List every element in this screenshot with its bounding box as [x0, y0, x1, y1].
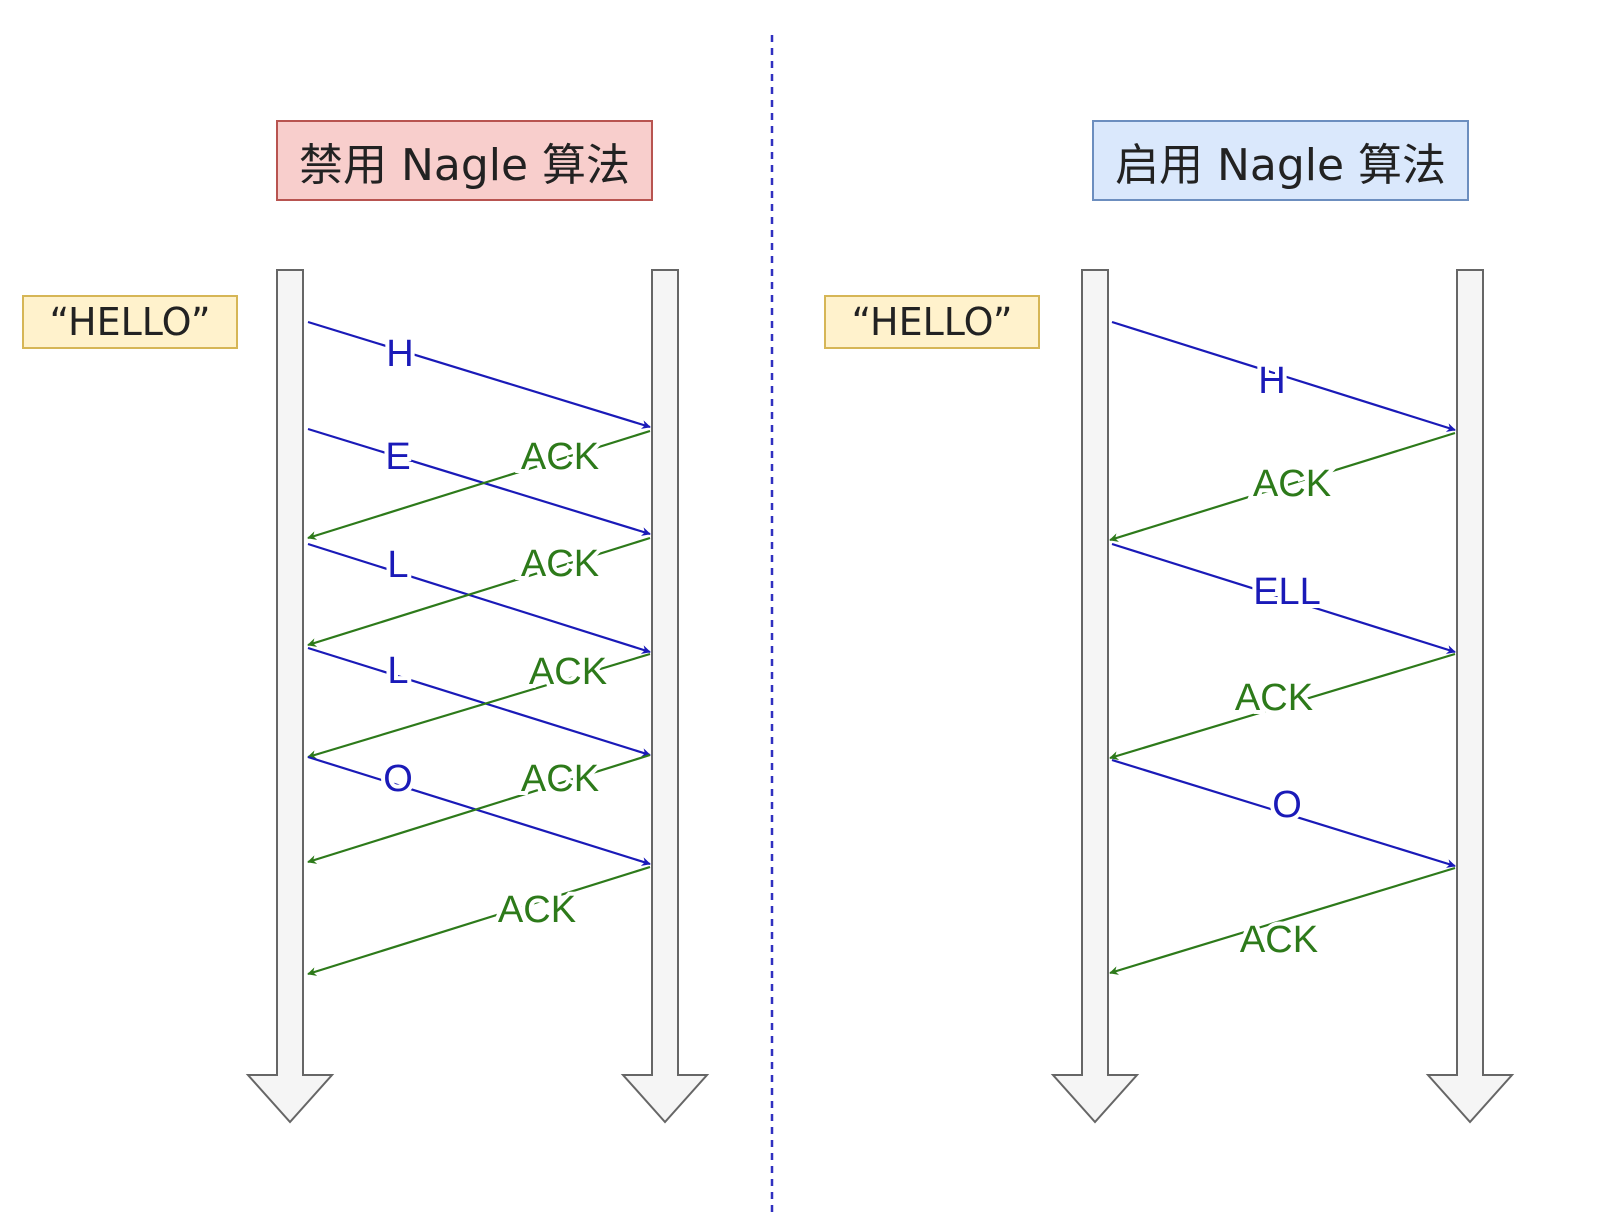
left-message-label: L	[387, 650, 408, 692]
timeline-right-receiver	[1425, 269, 1515, 1124]
right-arrow-ack	[1109, 866, 1456, 975]
left-message-ack: ACK	[307, 647, 651, 759]
left-message-ack: ACK	[307, 429, 651, 540]
right-arrow-data	[1111, 542, 1456, 654]
right-arrow-ack	[1109, 652, 1456, 760]
right-arrow-ack	[1109, 431, 1456, 542]
left-messages: H E ACK L ACK L ACK O ACK ACK	[307, 320, 651, 976]
right-messages: H ACK ELL ACK O ACK	[1109, 320, 1456, 975]
left-arrow-ack	[307, 652, 651, 759]
right-message-ack: ACK	[1109, 866, 1456, 975]
left-arrow-data	[307, 427, 651, 536]
right-message-label: H	[1258, 360, 1285, 402]
left-message-data: O	[307, 754, 651, 866]
left-panel-title: 禁用 Nagle 算法	[276, 120, 653, 201]
left-message-data: L	[307, 646, 651, 757]
left-hello-label: “HELLO”	[22, 295, 238, 349]
right-arrow-data	[1111, 320, 1456, 432]
right-panel-title: 启用 Nagle 算法	[1092, 120, 1469, 201]
left-message-label: E	[385, 436, 410, 478]
left-message-data: E	[307, 427, 651, 536]
right-message-label: O	[1272, 784, 1302, 826]
right-message-ack: ACK	[1109, 431, 1456, 542]
right-message-label: ELL	[1253, 571, 1321, 613]
timeline-right-sender	[1050, 269, 1140, 1124]
left-arrow-ack	[307, 536, 651, 647]
right-hello-label: “HELLO”	[824, 295, 1040, 349]
left-message-ack: ACK	[307, 753, 651, 864]
right-arrow-data	[1111, 758, 1456, 868]
left-message-label: ACK	[521, 758, 599, 800]
left-message-label: ACK	[521, 543, 599, 585]
left-arrow-data	[307, 542, 651, 654]
right-message-ack: ACK	[1109, 652, 1456, 760]
left-message-label: ACK	[498, 889, 576, 931]
left-arrow-ack	[307, 753, 651, 864]
right-message-data: O	[1111, 758, 1456, 868]
timeline-left-sender	[245, 269, 335, 1124]
right-message-label: ACK	[1240, 919, 1318, 961]
left-message-data: L	[307, 540, 651, 654]
timeline-left-receiver	[620, 269, 710, 1124]
left-arrow-ack	[307, 429, 651, 540]
right-message-data: ELL	[1111, 542, 1456, 654]
left-arrow-data	[307, 755, 651, 866]
left-message-label: H	[386, 333, 413, 375]
left-arrow-data	[307, 646, 651, 757]
left-arrow-data	[307, 320, 651, 429]
left-message-label: ACK	[529, 651, 607, 693]
left-message-ack: ACK	[307, 865, 651, 976]
left-message-label: L	[387, 544, 408, 586]
left-message-label: O	[383, 758, 413, 800]
right-message-label: ACK	[1253, 463, 1331, 505]
right-message-data: H	[1111, 320, 1456, 432]
right-message-label: ACK	[1235, 677, 1313, 719]
left-message-label: ACK	[521, 436, 599, 478]
left-message-data: H	[307, 320, 651, 429]
left-message-ack: ACK	[307, 536, 651, 647]
left-arrow-ack	[307, 865, 651, 976]
